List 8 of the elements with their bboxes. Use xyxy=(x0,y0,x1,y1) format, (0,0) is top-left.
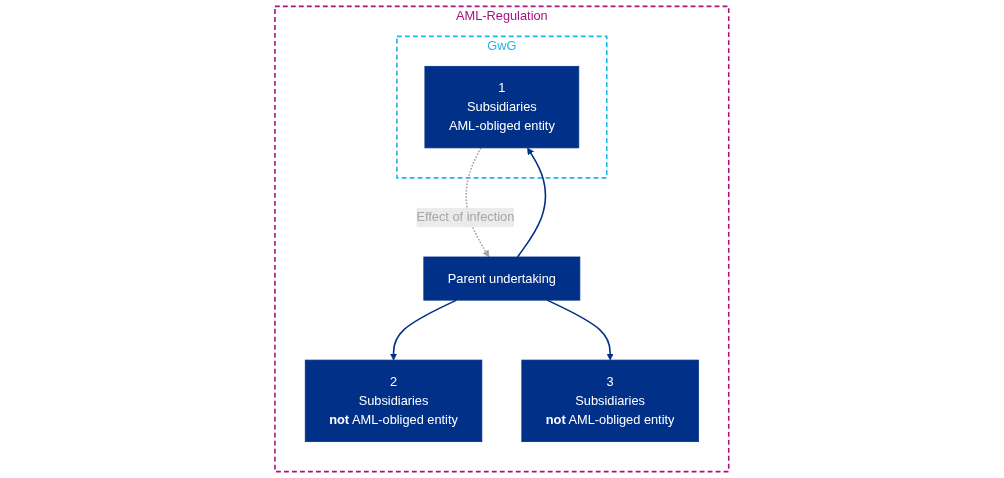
node-box: 2 Subsidiaries not AML-obliged entity xyxy=(305,359,483,443)
node-box: 3 Subsidiaries not AML-obliged entity xyxy=(521,359,699,443)
node-box: Parent undertaking xyxy=(423,256,581,301)
arrow xyxy=(516,147,547,258)
node-box: 1 Subsidiaries AML-obliged entity xyxy=(424,65,580,149)
edge-label: Effect of infection xyxy=(416,210,515,224)
arrow xyxy=(546,299,614,361)
arrow xyxy=(465,147,490,258)
